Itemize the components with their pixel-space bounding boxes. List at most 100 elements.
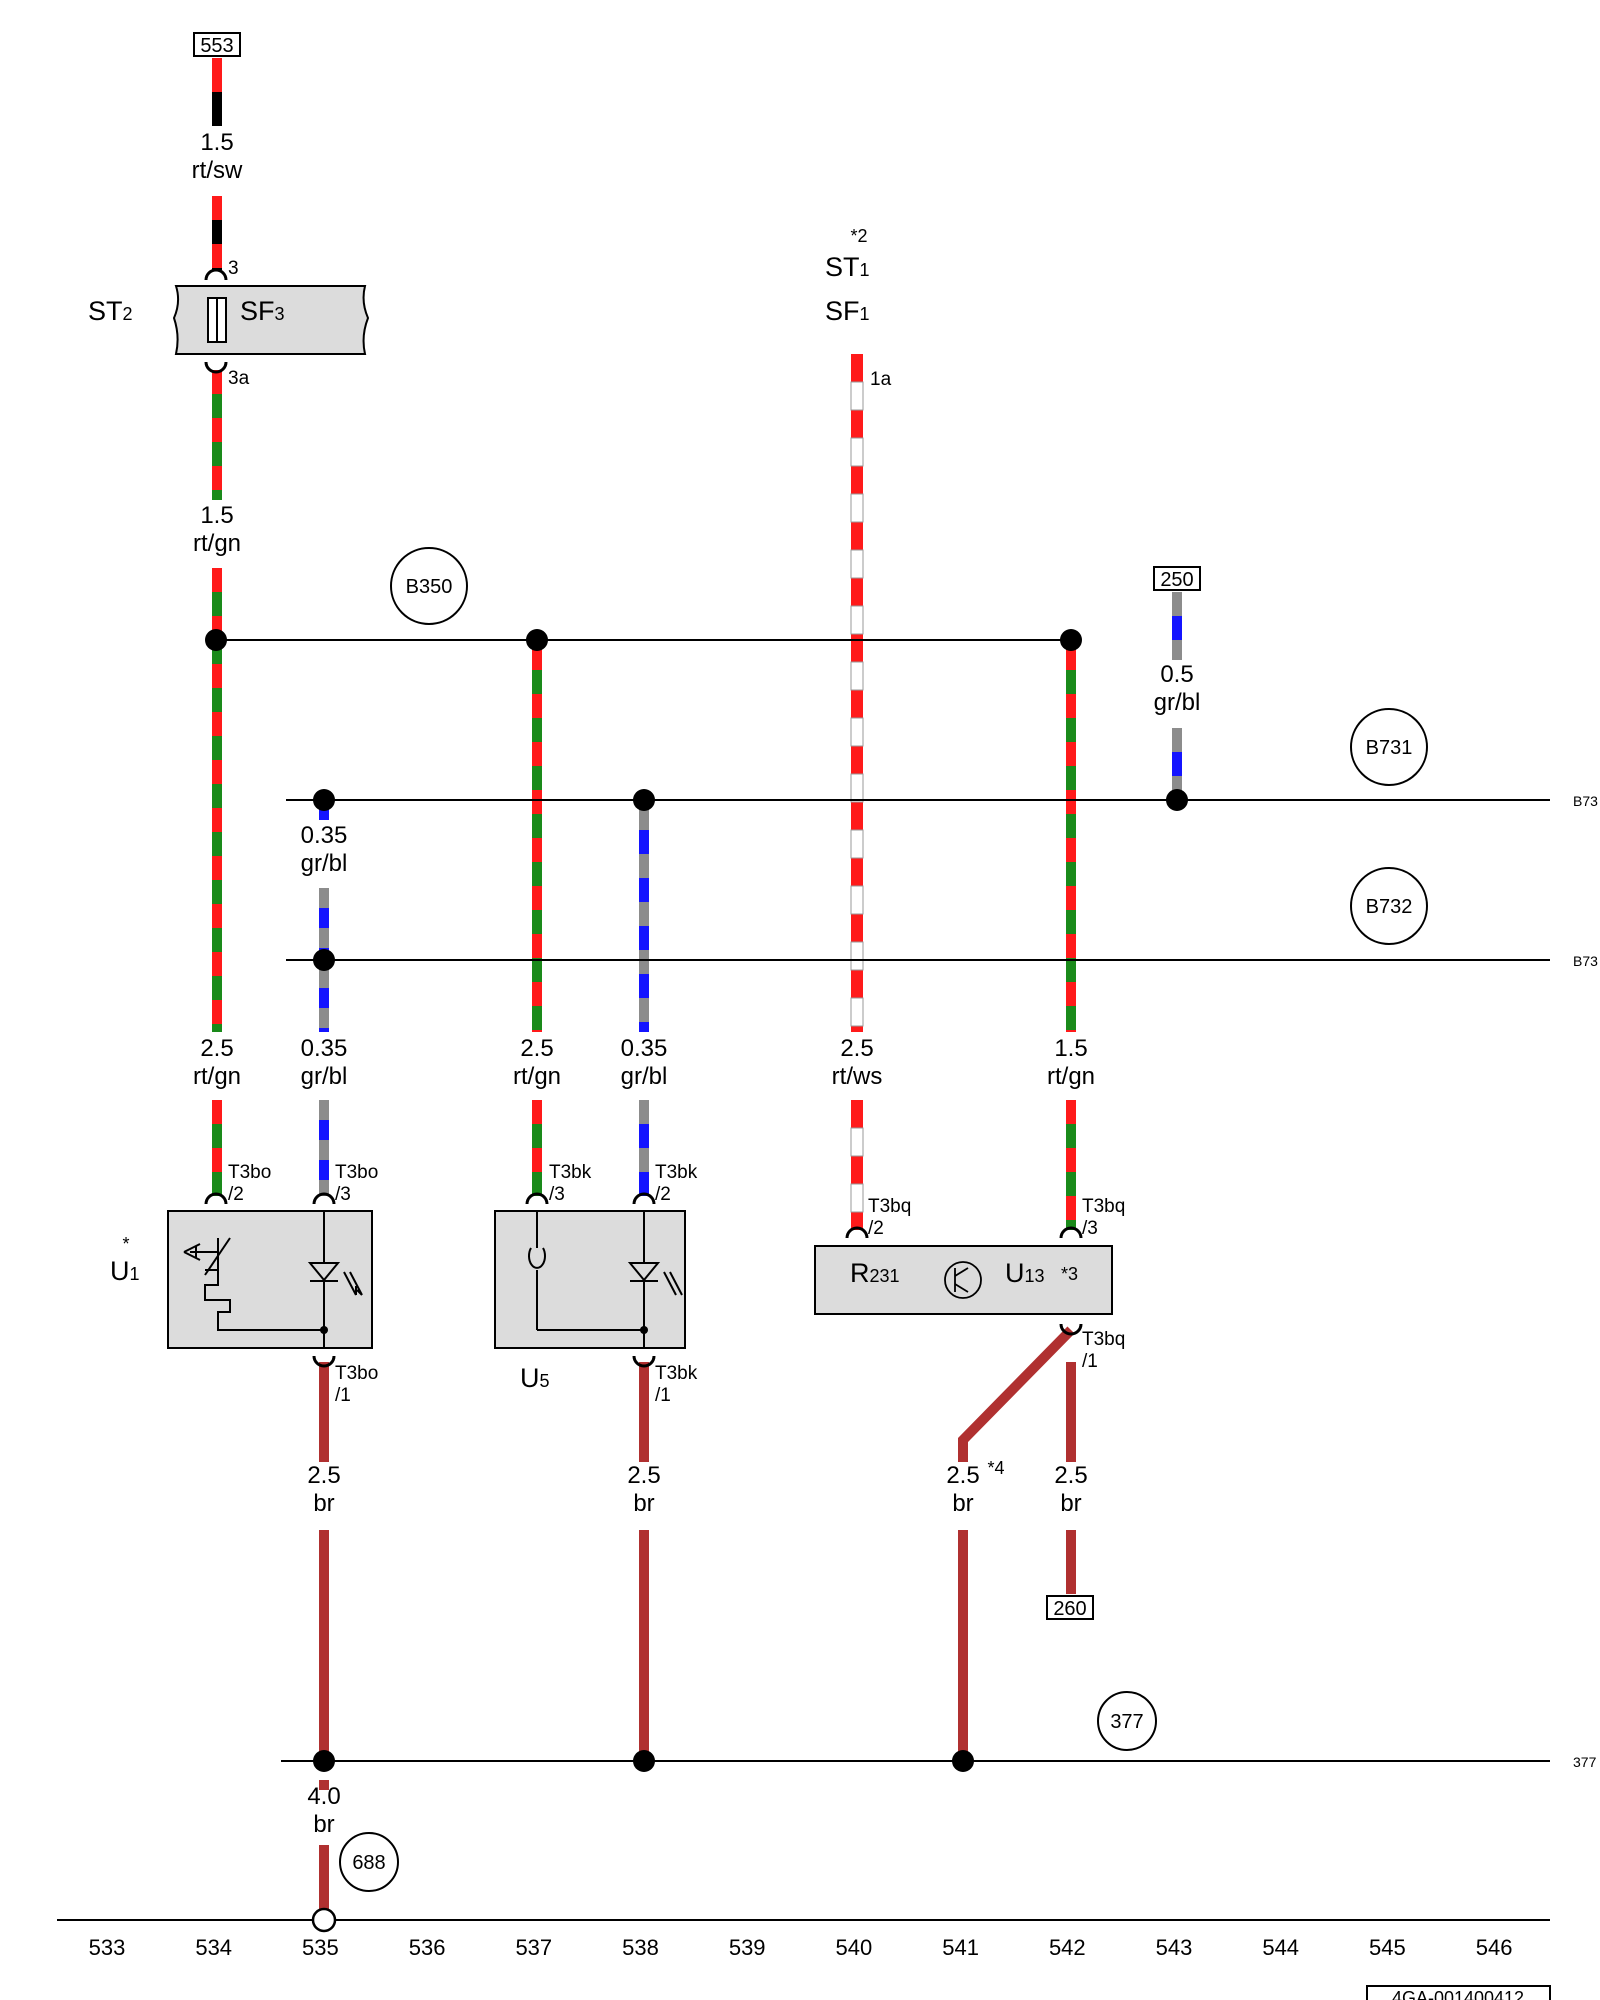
svg-text:688: 688 [352,1852,385,1874]
component-u13-box [814,1245,1113,1315]
wire-size-label: 0.5 [1160,661,1193,688]
wire-color-label: br [313,1490,334,1517]
pin-label: /3 [335,1184,351,1205]
transistor-icon [944,1261,982,1299]
connector-symbol [312,1192,336,1205]
bus-b732-edge-label: B73 [1573,953,1598,969]
ref-box-260[interactable]: 260 [1046,1595,1094,1620]
wire-color-label: br [1060,1490,1081,1517]
wire-rt-gn [1066,646,1076,1032]
circle-ref-377[interactable]: 377 [1097,1691,1157,1751]
pin-label: /1 [655,1385,671,1406]
pin-label: T3bk [655,1162,698,1183]
wire-br [319,1362,329,1462]
ref-box-250[interactable]: 250 [1153,566,1201,591]
pin-label: T3bo [228,1162,271,1183]
wire-rt-ws [850,1100,864,1230]
wire-size-label: 0.35 [301,1035,348,1062]
component-st2-label: ST2 [88,296,133,326]
wires-layer [212,58,1182,1909]
axis-label: 540 [836,1935,873,1960]
diagram-id: 4GA-001400412 [1392,1988,1524,2000]
wire-color-label: gr/bl [301,1063,348,1090]
pin-label: T3bk [655,1363,698,1384]
component-sf1-label: SF1 [825,296,870,326]
connector-symbol [204,361,228,374]
wire-br [639,1362,649,1462]
wire-size-label: 2.5 [520,1035,553,1062]
pin-label: /2 [655,1184,671,1205]
connector-symbol [845,1226,869,1239]
axis-label: 536 [409,1935,446,1960]
pin-label: 1a [870,369,892,390]
wire-labels: 1.5 rt/sw 1.5 rt/gn 0.5 gr/bl 0.35 gr/bl… [192,129,1201,1838]
wire-size-label: 0.35 [621,1035,668,1062]
wire-rt-gn [212,370,222,500]
junction-dot [313,949,335,971]
wire-size-label: 1.5 [1054,1035,1087,1062]
axis-label: 546 [1476,1935,1513,1960]
pin-label: /1 [335,1385,351,1406]
pin-label: T3bq [868,1196,911,1217]
junction-dot [633,789,655,811]
wire-size-label: 4.0 [307,1783,340,1810]
wire-br [1066,1362,1076,1462]
junction-dot [633,1750,655,1772]
component-sf3-label: SF3 [240,296,285,326]
u1-footnote: * [122,1234,129,1254]
diagram-id-box: 4GA-001400412 [1366,1985,1551,2000]
wire-br [319,1780,329,1790]
wire-gr-bl [1172,592,1182,660]
wire-color-label: br [633,1490,654,1517]
axis-label: 544 [1262,1935,1299,1960]
svg-text:B731: B731 [1366,737,1413,759]
wire-br [319,1845,329,1909]
wire-size-label: 2.5 [200,1035,233,1062]
pin-label: 3a [228,368,250,389]
ref-box-553[interactable]: 553 [193,32,241,57]
connector-symbol [204,1192,228,1205]
wire-size-label: 0.35 [301,822,348,849]
svg-text:250: 250 [1160,569,1193,591]
component-u1-label: U1 [110,1256,140,1286]
circle-ref-b732[interactable]: B732 [1350,867,1428,945]
wire-br-diagonal [958,1326,1075,1462]
wire-rt-gn [212,568,222,1032]
wire-size-label: 1.5 [200,502,233,529]
wire-gr-bl [639,1100,649,1196]
circle-ref-b350[interactable]: B350 [390,547,468,625]
wire-gr-bl [319,806,329,820]
wire-br [319,1530,329,1761]
wire-rt-sw [212,58,222,126]
wire-color-label: rt/gn [1047,1063,1095,1090]
connector-symbol [632,1355,656,1368]
wire-color-label: gr/bl [1154,689,1201,716]
st1-footnote: *2 [850,226,867,246]
junction-dot [313,789,335,811]
connector-symbol [1059,1323,1083,1336]
component-u13-label: U13 [1005,1258,1045,1288]
junction-dot [1166,789,1188,811]
component-u5-label: U5 [520,1363,550,1393]
wire-rt-gn [532,646,542,1032]
axis-label: 537 [515,1935,552,1960]
wire-rt-ws [850,354,864,1032]
circle-ref-b731[interactable]: B731 [1350,708,1428,786]
connector-symbol [525,1192,549,1205]
wire-color-label: gr/bl [621,1063,668,1090]
switch-symbol [183,1237,324,1331]
wire-color-label: rt/gn [513,1063,561,1090]
wire-color-label: br [313,1811,334,1838]
junction-dot [952,1750,974,1772]
wire-size-label: 2.5 [946,1462,979,1489]
wire-br [1066,1530,1076,1594]
wire-size-label: 1.5 [200,129,233,156]
junction-dot [526,629,548,651]
bus-b731-edge-label: B73 [1573,793,1598,809]
wire-color-label: rt/gn [193,1063,241,1090]
circle-ref-688[interactable]: 688 [339,1832,399,1892]
svg-text:260: 260 [1053,1598,1086,1620]
axis-label: 533 [89,1935,126,1960]
pin-label: 3 [228,258,239,279]
